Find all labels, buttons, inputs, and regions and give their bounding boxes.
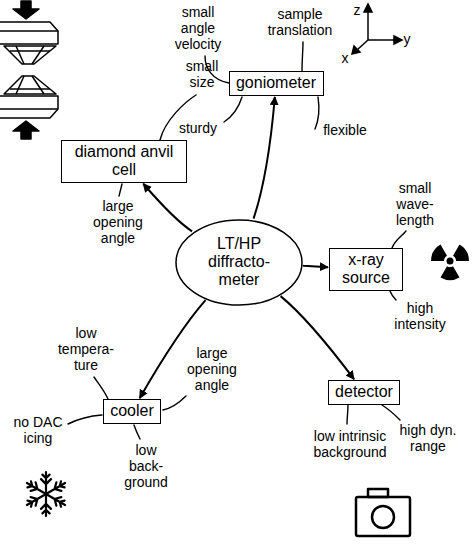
- component-box: diamond anvil cell: [61, 140, 187, 183]
- property-label-holder: z: [350, 2, 364, 18]
- property-label-holder: low back- ground: [119, 442, 173, 490]
- property-label-holder: large opening angle: [87, 198, 149, 246]
- central-ellipse: LT/HP diffracto- meter: [175, 219, 303, 306]
- component-box: detector: [328, 380, 400, 405]
- component-box: x-ray source: [329, 248, 403, 291]
- node-text: diamond anvil cell: [68, 143, 180, 179]
- property-label: low intrinsic background: [311, 428, 389, 460]
- property-label-holder: x: [338, 50, 352, 66]
- axis-label: z: [350, 2, 364, 18]
- property-label-holder: sturdy: [168, 120, 228, 136]
- property-label: large opening angle: [181, 345, 243, 393]
- property-label: sample translation: [258, 6, 342, 38]
- property-label: no DAC icing: [10, 414, 66, 446]
- radiation-symbol: [431, 245, 469, 280]
- component-box: goniometer: [229, 71, 324, 96]
- property-label-holder: small size: [179, 58, 225, 90]
- property-label: small angle velocity: [167, 4, 229, 52]
- axis-label: x: [338, 50, 352, 66]
- arrow-connector: [281, 296, 354, 379]
- property-label-holder: sample translation: [258, 6, 342, 38]
- property-label: sturdy: [168, 120, 228, 136]
- axis-label: y: [400, 31, 414, 47]
- arrow-connector: [304, 266, 328, 267]
- property-label-holder: low tempera- ture: [52, 325, 120, 373]
- radiation-blade: [441, 266, 460, 280]
- property-label: small wave- length: [391, 180, 439, 228]
- leader-lines: [68, 42, 406, 439]
- property-label-holder: low intrinsic background: [311, 428, 389, 460]
- property-label: small size: [179, 58, 225, 90]
- node-text: cooler: [110, 402, 154, 420]
- property-label-holder: small wave- length: [391, 180, 439, 228]
- camera-symbol: [356, 489, 410, 536]
- property-label-holder: large opening angle: [181, 345, 243, 393]
- snowflake-arms: [27, 472, 65, 516]
- arrow-connector: [143, 184, 192, 232]
- property-label-holder: no DAC icing: [10, 414, 66, 446]
- arrow-connector: [254, 97, 275, 219]
- property-label: high intensity: [386, 300, 454, 332]
- component-box: cooler: [103, 399, 161, 424]
- property-label: low back- ground: [119, 442, 173, 490]
- property-label: low tempera- ture: [52, 325, 120, 373]
- node-text: x-ray source: [336, 251, 396, 287]
- diamond-anvil-cell-icon: [0, 1, 58, 139]
- property-label-holder: high intensity: [386, 300, 454, 332]
- radiation-blade: [453, 245, 469, 261]
- node-text: LT/HP diffracto- meter: [199, 235, 279, 289]
- property-label-holder: y: [400, 31, 414, 47]
- node-text: detector: [335, 383, 393, 401]
- radiation-blade: [431, 245, 447, 261]
- property-label: flexible: [315, 122, 375, 138]
- node-text: goniometer: [236, 74, 316, 92]
- property-label: large opening angle: [87, 198, 149, 246]
- property-label-holder: high dyn. range: [394, 422, 462, 454]
- property-label: high dyn. range: [394, 422, 462, 454]
- property-label-holder: flexible: [315, 122, 375, 138]
- radiation-center: [447, 258, 454, 265]
- snowflake-symbol: [27, 472, 65, 516]
- property-label-holder: small angle velocity: [167, 4, 229, 52]
